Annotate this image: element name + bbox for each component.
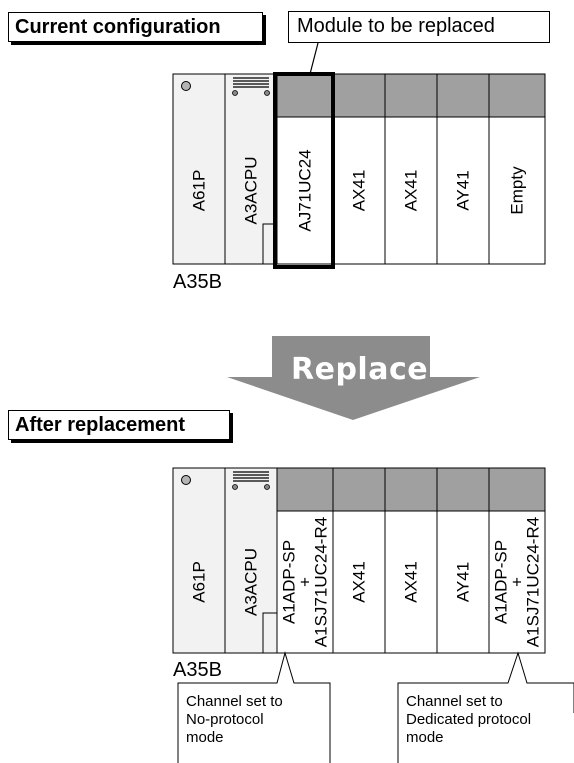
module-slot: A61P [172, 467, 226, 654]
module-slot: Empty [488, 73, 546, 265]
callout-line: mode [406, 729, 444, 746]
cpu-cable [262, 612, 277, 653]
top-base-label: A35B [173, 271, 222, 293]
led-icon [181, 81, 191, 91]
slot-header [488, 467, 546, 512]
module-label: AX41 [350, 170, 369, 212]
module-label: Empty [508, 166, 527, 215]
module-label: + [508, 577, 527, 587]
module-label: AY41 [454, 170, 473, 210]
callout-line: Channel set to [186, 693, 283, 710]
cpu-cable [262, 223, 277, 264]
arrow-shape [227, 336, 480, 420]
module-label: A3ACPU [242, 548, 261, 616]
slot-header [276, 467, 334, 512]
module-slot: AX41 [384, 467, 438, 654]
module-to-be-replaced-label: Module to be replaced [288, 11, 550, 43]
module-label: A1ADP-SP [280, 540, 299, 624]
module-slot: AX41 [384, 73, 438, 265]
module-slot: AX41 [332, 73, 386, 265]
callout-frame-left [177, 651, 331, 763]
callout-leader [309, 42, 319, 75]
module-label: AX41 [402, 170, 421, 212]
module-label: A3ACPU [242, 156, 261, 224]
highlight-frame [273, 72, 335, 269]
current-configuration-label: Current configuration [8, 12, 263, 42]
slot-header [276, 73, 334, 118]
module-slot: A1ADP-SP+A1SJ71UC24-R4 [276, 467, 334, 654]
led-icon [181, 475, 191, 485]
module-label: AX41 [350, 561, 369, 603]
slot-header [384, 73, 438, 118]
callout-frame-right [397, 651, 574, 763]
slot-header [332, 467, 386, 512]
replace-label: Replace [291, 352, 429, 387]
module-label: A1ADP-SP [492, 540, 511, 624]
slot-header [332, 73, 386, 118]
slot-header [488, 73, 546, 118]
after-replacement-label: After replacement [8, 410, 230, 440]
module-slot: AY41 [436, 73, 490, 265]
module-slot: A61P [172, 73, 226, 265]
slot-header [436, 467, 490, 512]
module-label: A1SJ71UC24-R4 [524, 517, 543, 647]
module-label: A61P [190, 170, 209, 212]
callout-line: Dedicated protocol [406, 711, 532, 728]
slot-header [384, 467, 438, 512]
module-label: + [296, 577, 315, 587]
callout-line: Channel set to [406, 693, 503, 710]
module-slot: AX41 [332, 467, 386, 654]
module-label: AJ71UC24 [296, 149, 315, 231]
slot-header [436, 73, 490, 118]
module-slot: A3ACPU [224, 73, 278, 265]
module-label: AY41 [454, 562, 473, 602]
module-label: A61P [190, 561, 209, 603]
callout-line: No-protocol [186, 711, 264, 728]
module-slot: A1ADP-SP+A1SJ71UC24-R4 [488, 467, 546, 654]
callout-no-protocol: Channel set to No-protocol mode [186, 693, 283, 747]
cpu-connector-icon [232, 77, 270, 96]
module-slot: AY41 [436, 467, 490, 654]
module-slot: A3ACPU [224, 467, 278, 654]
callout-dedicated-protocol: Channel set to Dedicated protocol mode [406, 693, 531, 747]
module-label: A1SJ71UC24-R4 [312, 517, 331, 647]
module-label: AX41 [402, 561, 421, 603]
cpu-connector-icon [232, 471, 270, 490]
bottom-base-label: A35B [173, 659, 222, 681]
callout-line: mode [186, 729, 224, 746]
